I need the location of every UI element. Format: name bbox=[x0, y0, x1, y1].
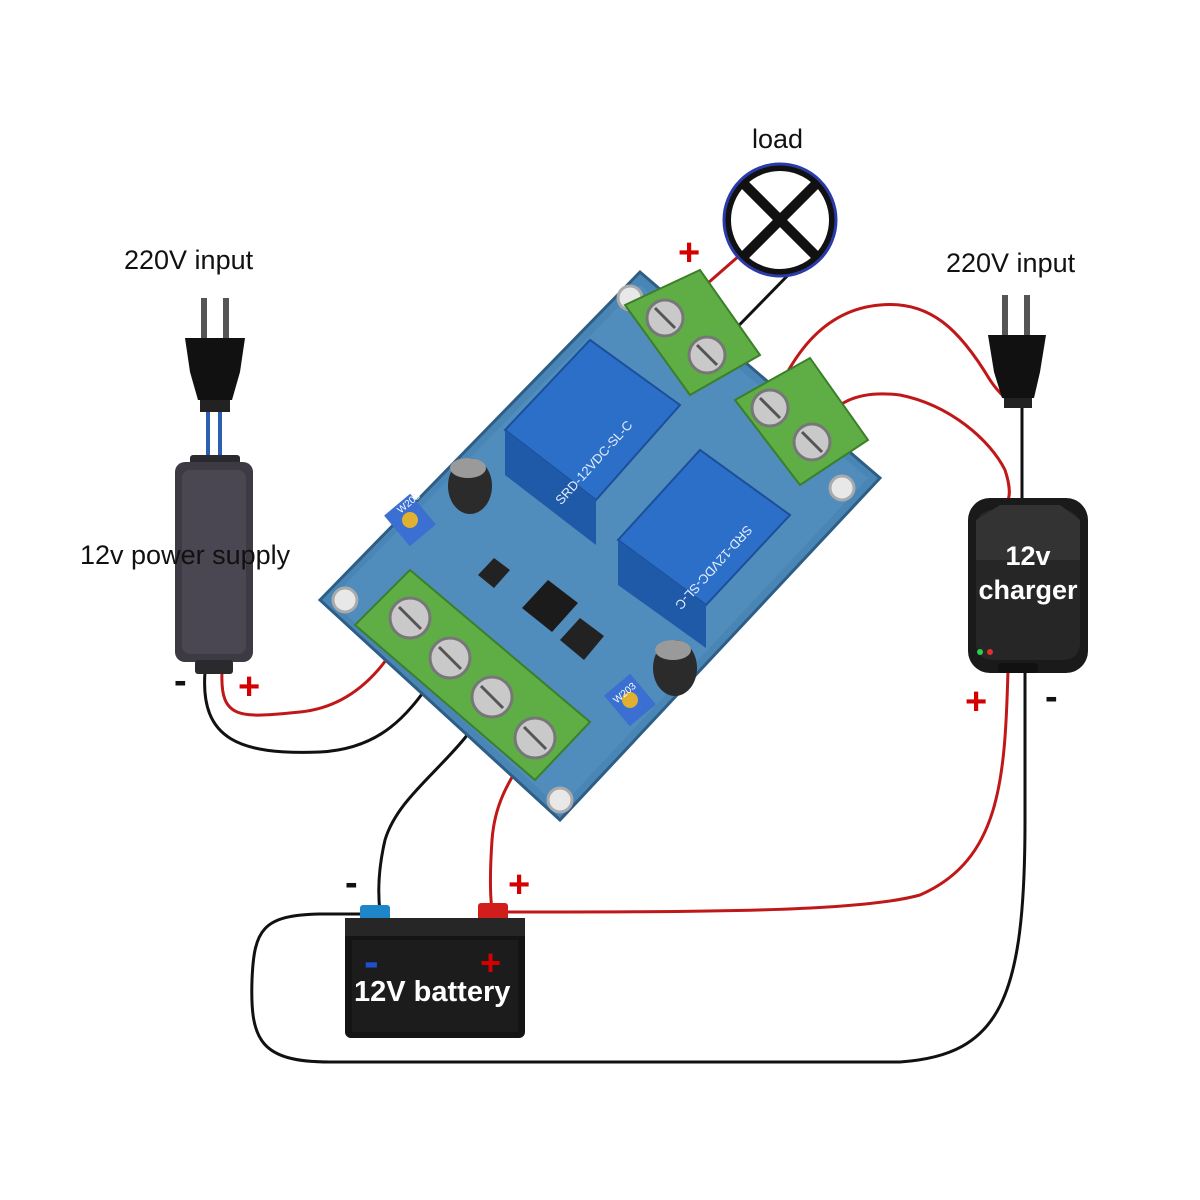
input-label-left: 220V input bbox=[124, 245, 254, 275]
input-label-right: 220V input bbox=[946, 248, 1076, 278]
capacitor-1 bbox=[448, 458, 492, 514]
wire-board-to-battery-minus bbox=[377, 698, 492, 914]
psu-minus-sign: - bbox=[174, 660, 187, 702]
charger-minus-sign: - bbox=[1045, 676, 1058, 718]
power-supply bbox=[175, 455, 253, 674]
charger-plus-sign: + bbox=[965, 681, 988, 723]
load-label: load bbox=[752, 124, 804, 154]
battery-minus-mark: - bbox=[364, 937, 379, 986]
relay-2 bbox=[616, 448, 792, 648]
battery bbox=[345, 903, 525, 1038]
potentiometer-2 bbox=[604, 673, 656, 727]
charger-label-line1: 12v bbox=[1005, 541, 1051, 571]
battery-minus-wire-sign: - bbox=[345, 862, 358, 904]
terminal-block-ac bbox=[733, 356, 870, 487]
capacitor-2 bbox=[653, 640, 697, 696]
potentiometer-1 bbox=[384, 493, 436, 547]
right-plug bbox=[988, 295, 1046, 408]
battery-plus-mark: + bbox=[480, 942, 502, 983]
ic-chip bbox=[478, 558, 604, 660]
wire-charger-minus bbox=[250, 668, 1027, 1064]
load-lamp bbox=[722, 162, 838, 278]
psu-plus-sign: + bbox=[238, 666, 261, 708]
load-plus-sign: + bbox=[678, 232, 701, 274]
relay-1 bbox=[503, 338, 682, 545]
wire-board-to-plug-b bbox=[810, 392, 1011, 502]
battery-label: 12V battery bbox=[354, 976, 511, 1008]
charger bbox=[968, 498, 1088, 673]
power-supply-label: 12v power supply bbox=[80, 540, 291, 570]
left-plug bbox=[185, 298, 245, 412]
terminal-block-load bbox=[623, 268, 762, 397]
battery-plus-wire-sign: + bbox=[508, 864, 531, 906]
terminal-block-dc bbox=[353, 568, 592, 782]
wire-charger-plus bbox=[498, 668, 1010, 914]
charger-label-line2: charger bbox=[978, 575, 1078, 605]
